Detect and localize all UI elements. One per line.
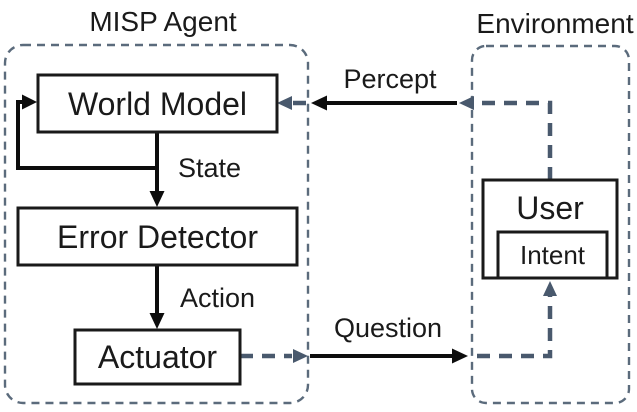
world-model-feedback-loop-arrow <box>16 94 157 170</box>
misp-agent-title: MISP Agent <box>89 6 237 37</box>
percept-arrow <box>311 95 457 111</box>
question-arrow <box>310 348 468 364</box>
error-detector-label: Error Detector <box>57 219 258 255</box>
question-dashed-from-actuator <box>240 349 308 363</box>
state-edge-label: State <box>178 153 241 183</box>
percept-edge-label: Percept <box>343 64 437 94</box>
error-detector-node: Error Detector <box>16 206 299 267</box>
misp-agent-container <box>3 43 310 405</box>
question-edge-label: Question <box>334 313 442 343</box>
actuator-node: Actuator <box>73 328 242 386</box>
action-arrow <box>149 265 165 329</box>
action-edge-label: Action <box>180 283 255 313</box>
state-arrow <box>149 132 165 207</box>
environment-title: Environment <box>476 8 633 39</box>
environment-container <box>470 44 631 405</box>
world-model-node: World Model <box>36 73 279 134</box>
user-label: User <box>516 190 584 226</box>
intent-node: Intent <box>496 230 609 280</box>
world-model-label: World Model <box>68 86 247 122</box>
user-node: User Intent <box>481 178 619 280</box>
question-dashed-to-user <box>477 281 557 359</box>
percept-dashed-path <box>277 96 553 180</box>
actuator-label: Actuator <box>98 339 218 375</box>
intent-label: Intent <box>520 240 586 270</box>
